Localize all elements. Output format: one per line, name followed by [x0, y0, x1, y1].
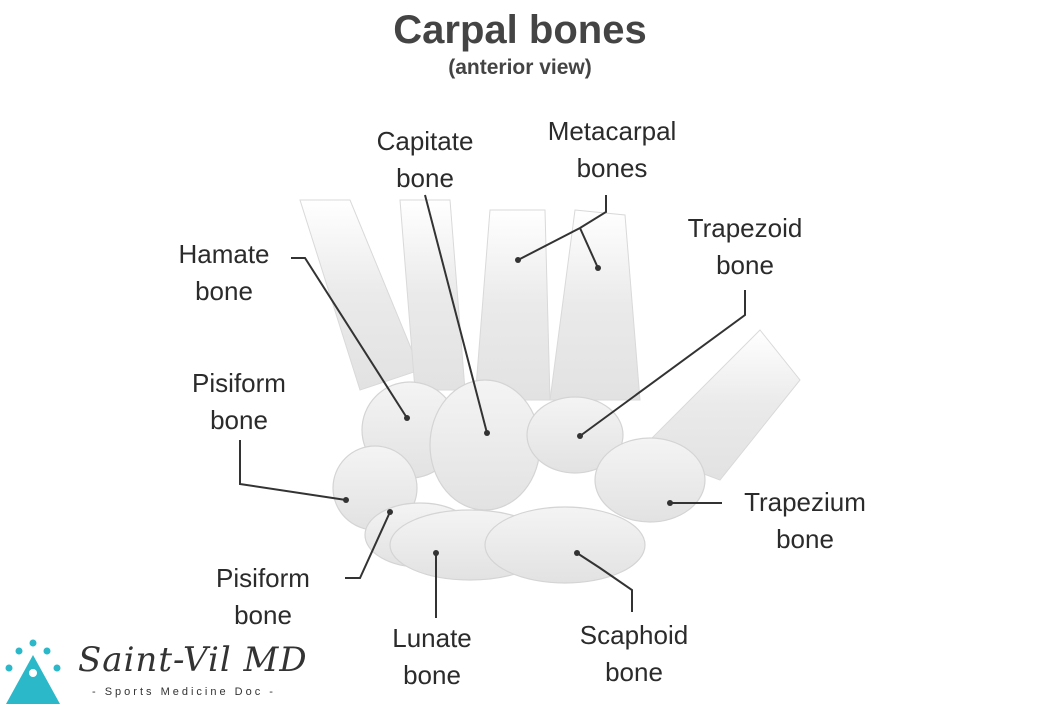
leader-lines: [239, 194, 746, 618]
page-title: Carpal bones: [393, 8, 647, 52]
page-subtitle: (anterior view): [448, 56, 592, 79]
metacarpal-3: [474, 209, 551, 401]
trapezium-bone: [594, 437, 706, 523]
logo-tagline: - Sports Medicine Doc -: [92, 686, 276, 698]
logo-icon: [5, 639, 61, 704]
trapezoid-bone: [526, 396, 624, 474]
scaphoid-bone: [484, 506, 646, 584]
capitate-bone: [429, 379, 541, 511]
metacarpal-2: [549, 209, 641, 401]
metacarpal-1: [639, 329, 801, 481]
logo-name: Saint-Vil MD: [78, 640, 308, 680]
